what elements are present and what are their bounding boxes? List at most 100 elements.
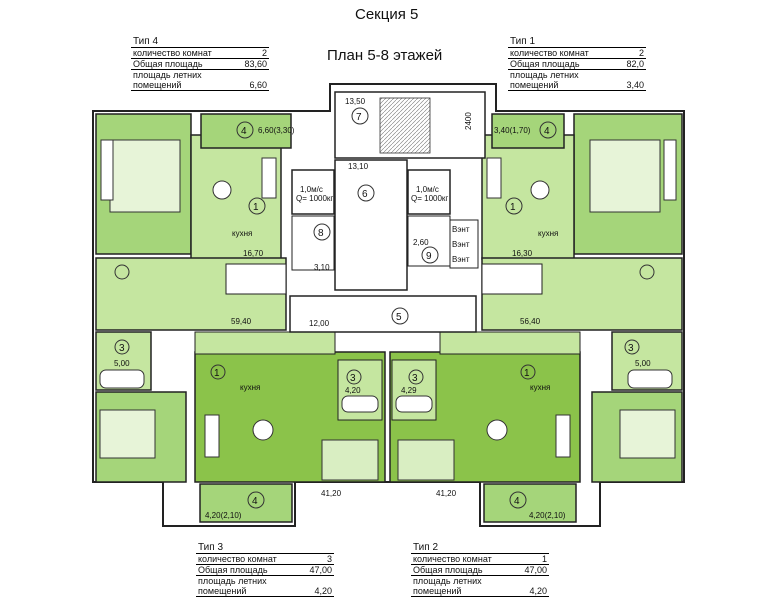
lift-load-label: Q= 1000кг bbox=[411, 194, 448, 203]
building-outline bbox=[92, 83, 685, 527]
num-circle bbox=[391, 307, 409, 325]
shaft-label: Вэнт bbox=[452, 255, 470, 264]
lift-hall bbox=[334, 159, 408, 291]
sofa bbox=[100, 139, 114, 201]
room-number: 3 bbox=[628, 343, 634, 354]
kitchen-label: кухня bbox=[530, 383, 550, 392]
bathtub bbox=[395, 395, 433, 413]
loggia-area-label: 3,40(1,70) bbox=[494, 126, 531, 135]
lift-speed-label: 1,0м/с bbox=[300, 185, 323, 194]
bed bbox=[589, 139, 661, 213]
summer-label-row: площадь летних bbox=[510, 70, 579, 80]
kitchen-label: кухня bbox=[232, 229, 252, 238]
bed bbox=[321, 439, 379, 481]
num-circle bbox=[624, 339, 640, 355]
num-circle bbox=[114, 339, 130, 355]
shafts bbox=[449, 219, 479, 269]
apartment-top-left bbox=[95, 113, 292, 483]
stair-area-label: 13,50 bbox=[345, 97, 366, 106]
lift-right bbox=[407, 169, 451, 215]
plan-text: 4 6,60(3,30) 1 кухня 16,70 59,40 3 5,00 … bbox=[114, 97, 651, 520]
room8-area-label: 3,10 bbox=[314, 263, 330, 272]
room-entry bbox=[194, 331, 336, 355]
room-number: 1 bbox=[214, 368, 220, 379]
num-circle bbox=[639, 264, 655, 280]
room9-area-label: 2,60 bbox=[413, 238, 429, 247]
apartment-type: Тип 1 bbox=[508, 37, 646, 48]
living-area-label: 56,40 bbox=[520, 317, 541, 326]
num-circle bbox=[351, 107, 369, 125]
hallway bbox=[225, 263, 287, 295]
bed bbox=[109, 139, 181, 213]
dining-table bbox=[530, 180, 550, 200]
loggia bbox=[199, 483, 293, 523]
summer-label-row: площадь летних bbox=[198, 576, 267, 586]
room-number: 3 bbox=[350, 373, 356, 384]
apartment-bottom-left bbox=[194, 331, 386, 523]
num-circle bbox=[357, 184, 375, 202]
room-number: 7 bbox=[356, 112, 362, 123]
kitchen-counter bbox=[486, 157, 502, 199]
num-circle bbox=[313, 223, 331, 241]
room-entry bbox=[439, 331, 581, 355]
lift-load-label: Q= 1000кг bbox=[296, 194, 333, 203]
room-number: 4 bbox=[252, 496, 258, 507]
num-circle bbox=[408, 369, 424, 385]
bath-area-label: 5,00 bbox=[635, 359, 651, 368]
room-8 bbox=[291, 215, 335, 271]
num-circle bbox=[247, 491, 265, 509]
room-number: 9 bbox=[426, 251, 432, 262]
num-circle bbox=[236, 121, 254, 139]
summer-label-row: площадь летних bbox=[413, 576, 482, 586]
num-circle bbox=[505, 197, 523, 215]
section-title: Секция 5 bbox=[355, 6, 419, 23]
room-number: 4 bbox=[514, 496, 520, 507]
num-circle bbox=[210, 364, 226, 380]
loggia-area-label: 4,20(2,10) bbox=[205, 511, 242, 520]
bathtub bbox=[341, 395, 379, 413]
num-circle bbox=[520, 364, 536, 380]
num-circle bbox=[421, 246, 439, 264]
sofa bbox=[555, 414, 571, 458]
kitchen-label: кухня bbox=[538, 229, 558, 238]
bed bbox=[397, 439, 455, 481]
room-number: 8 bbox=[318, 228, 324, 239]
kitchen-counter bbox=[261, 157, 277, 199]
corridor-area-label: 12,00 bbox=[309, 319, 330, 328]
num-circle bbox=[509, 491, 527, 509]
dimension-label: 2400 bbox=[464, 112, 473, 130]
loggia-area-label: 4,20(2,10) bbox=[529, 511, 566, 520]
bathtub bbox=[627, 369, 673, 389]
total-area-label: 41,20 bbox=[436, 489, 457, 498]
room-number: 1 bbox=[253, 202, 259, 213]
apartment-top-right bbox=[481, 113, 683, 483]
room-number: 6 bbox=[362, 189, 368, 200]
room-number: 3 bbox=[412, 373, 418, 384]
dining-table bbox=[212, 180, 232, 200]
loggia bbox=[483, 483, 577, 523]
bathtub bbox=[99, 369, 145, 389]
loggia-area-label: 6,60(3,30) bbox=[258, 126, 295, 135]
dining-table bbox=[252, 419, 274, 441]
shaft-label: Вэнт bbox=[452, 240, 470, 249]
num-circle bbox=[539, 121, 557, 139]
lift-speed-label: 1,0м/с bbox=[416, 185, 439, 194]
bed-2 bbox=[619, 409, 676, 459]
shaft-label: Вэнт bbox=[452, 225, 470, 234]
apartment-type: Тип 3 bbox=[196, 543, 334, 554]
sofa bbox=[204, 414, 220, 458]
living-area-label: 59,40 bbox=[231, 317, 252, 326]
hallway bbox=[481, 263, 543, 295]
